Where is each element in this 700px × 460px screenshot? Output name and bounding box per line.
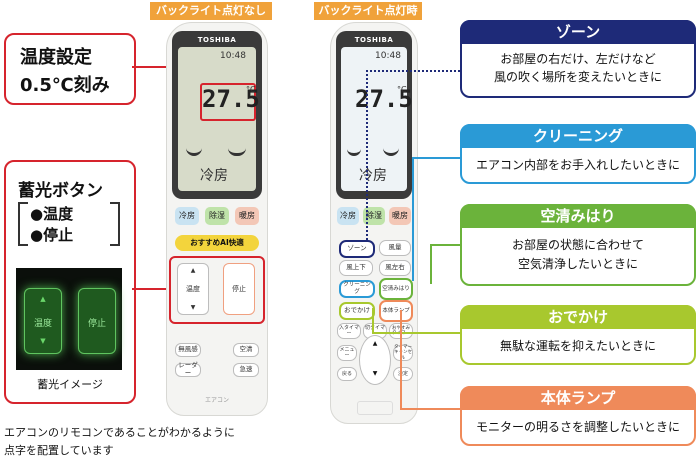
fan-horizontal-button[interactable]: 風左右 [379,260,411,276]
lcd-screen-lit: 10:48 27.5 °C 冷房 [341,47,413,191]
lcd-temperature-lit: 27.5 [355,85,413,113]
ai-comfort-button[interactable]: おすすめAI快適 [175,235,259,251]
lcd-unit-lit: °C [397,85,407,94]
fan-left-icon-lit [347,141,361,156]
mode-heat-button-lit[interactable]: 暖房 [389,207,411,225]
battery-cover [357,401,393,415]
mode-cool-button[interactable]: 冷房 [175,207,199,225]
lcd-mode-lit: 冷房 [359,168,387,184]
direction-pad[interactable]: ▲ ▼ [359,335,391,385]
fan-left-icon [186,141,202,156]
braille-caption-line1: エアコンのリモコンであることがわかるように [4,426,235,439]
zone-title: ゾーン [460,20,696,44]
air-purify-button[interactable]: 空清 [233,343,259,357]
lamp-connector-vertical [400,310,402,410]
lcd-temperature: 27.5 [202,85,260,113]
lamp-connector [400,408,460,410]
glow-callout-title: 蓄光ボタン [18,181,103,201]
air-watch-button[interactable]: 空清みはり [379,278,413,300]
no-wind-button[interactable]: 無風感 [175,343,201,357]
zone-connector-horizontal [366,70,460,72]
remote-backlight-off: TOSHIBA 10:48 27.5 °C 冷房 冷房 除湿 暖房 おすすめAI… [166,22,268,416]
temperature-callout: 温度設定 0.5℃刻み [4,33,136,105]
unit-lamp-button[interactable]: 本体ランプ [379,300,413,322]
temperature-highlight [200,83,256,121]
braille-caption-line2: 点字を配置しています [4,444,114,457]
cleaning-desc: エアコン内部をお手入れしたいときに [475,158,680,172]
glow-stop-button: 停止 [78,288,116,354]
glow-item-stop: ●停止 [30,226,74,244]
cleaning-title: クリーニング [460,124,696,148]
mode-dry-button-lit[interactable]: 除湿 [363,207,385,225]
timer-cancel-button[interactable]: タイマーキャンセル [393,344,413,361]
menu-button[interactable]: メニュー [337,345,357,361]
cleaning-connector-vertical [412,157,414,281]
fan-speed-button[interactable]: 風量 [379,240,411,256]
bracket-right [110,202,120,246]
bracket-left [18,202,28,246]
zone-desc-2: 風の吹く場所を変えたいときに [493,70,662,84]
lcd-mode: 冷房 [200,168,228,184]
zone-desc-1: お部屋の右だけ、左だけなど [500,52,656,66]
glow-buttons-highlight [169,256,265,324]
on-timer-button[interactable]: 入タイマー [337,323,361,339]
glow-button-callout: 蓄光ボタン ●温度 ●停止 ▲ 温度 ▼ 停止 蓄光イメージ [4,160,136,404]
away-desc: 無駄な運転を抑えたいときに [499,339,656,353]
lcd-time: 10:48 [220,51,246,61]
stop-button[interactable]: 停止 [223,263,255,315]
air-watch-desc-2: 空気清浄したいときに [517,257,638,271]
rapid-button[interactable]: 急速 [233,363,259,377]
fan-right-icon-lit [383,141,399,156]
header-backlight-on: バックライト点灯時 [314,2,422,20]
temperature-connector [132,66,198,68]
away-connector [372,332,460,334]
lcd-frame: TOSHIBA 10:48 27.5 °C 冷房 [172,31,262,199]
bottom-label: エアコン [204,397,229,404]
glow-temp-button: ▲ 温度 ▼ [24,288,62,354]
air-watch-title: 空清みはり [460,204,696,228]
temperature-callout-title: 温度設定 [20,47,92,68]
temperature-rocker[interactable]: ▲ 温度 ▼ [177,263,209,315]
mode-cool-button-lit[interactable]: 冷房 [337,207,359,225]
remote-backlight-on: TOSHIBA 10:48 27.5 °C 冷房 冷房 除湿 暖房 ゾーン 風量… [330,22,418,424]
brand-logo-lit: TOSHIBA [354,36,394,44]
lcd-frame-lit: TOSHIBA 10:48 27.5 °C 冷房 [336,31,413,199]
glow-item-temp: ●温度 [30,205,74,223]
away-title: おでかけ [460,305,696,329]
back-button[interactable]: 戻る [337,367,357,381]
away-connector-vertical [372,308,374,334]
confirm-button[interactable]: 決定 [393,367,413,381]
radar-button[interactable]: レーダー [175,361,201,377]
lcd-screen: 10:48 27.5 °C 冷房 [178,47,260,191]
lamp-panel: 本体ランプ モニターの明るさを調整したいときに [460,386,696,446]
cleaning-panel: クリーニング エアコン内部をお手入れしたいときに [460,124,696,184]
mode-dry-button[interactable]: 除湿 [205,207,229,225]
glow-image: ▲ 温度 ▼ 停止 [16,268,122,370]
air-watch-panel: 空清みはり お部屋の状態に合わせて 空気清浄したいときに [460,204,696,286]
header-backlight-off: バックライト点灯なし [150,2,272,20]
away-panel: おでかけ 無駄な運転を抑えたいときに [460,305,696,365]
down-arrow-icon[interactable]: ▼ [372,370,378,377]
mode-heat-button[interactable]: 暖房 [235,207,259,225]
zone-button[interactable]: ゾーン [339,240,375,258]
temperature-callout-step: 0.5℃刻み [20,75,110,96]
air-watch-connector [430,244,460,246]
glow-image-caption: 蓄光イメージ [37,378,103,391]
cleaning-button[interactable]: クリーニング [339,280,375,298]
lamp-desc: モニターの明るさを調整したいときに [475,420,680,434]
air-watch-desc-1: お部屋の状態に合わせて [511,238,644,252]
zone-panel: ゾーン お部屋の右だけ、左だけなど 風の吹く場所を変えたいときに [460,20,696,98]
air-watch-connector-vertical [430,244,432,284]
glow-connector [132,288,168,290]
lcd-unit: °C [246,85,256,94]
lcd-time-lit: 10:48 [375,51,401,61]
up-arrow-icon[interactable]: ▲ [372,340,378,347]
cleaning-connector-top [412,157,460,159]
fan-vertical-button[interactable]: 風上下 [339,260,373,276]
brand-logo: TOSHIBA [197,36,237,44]
zone-connector-vertical [366,70,370,240]
fan-right-icon [228,141,246,156]
lamp-title: 本体ランプ [460,386,696,410]
away-button[interactable]: おでかけ [339,302,375,320]
